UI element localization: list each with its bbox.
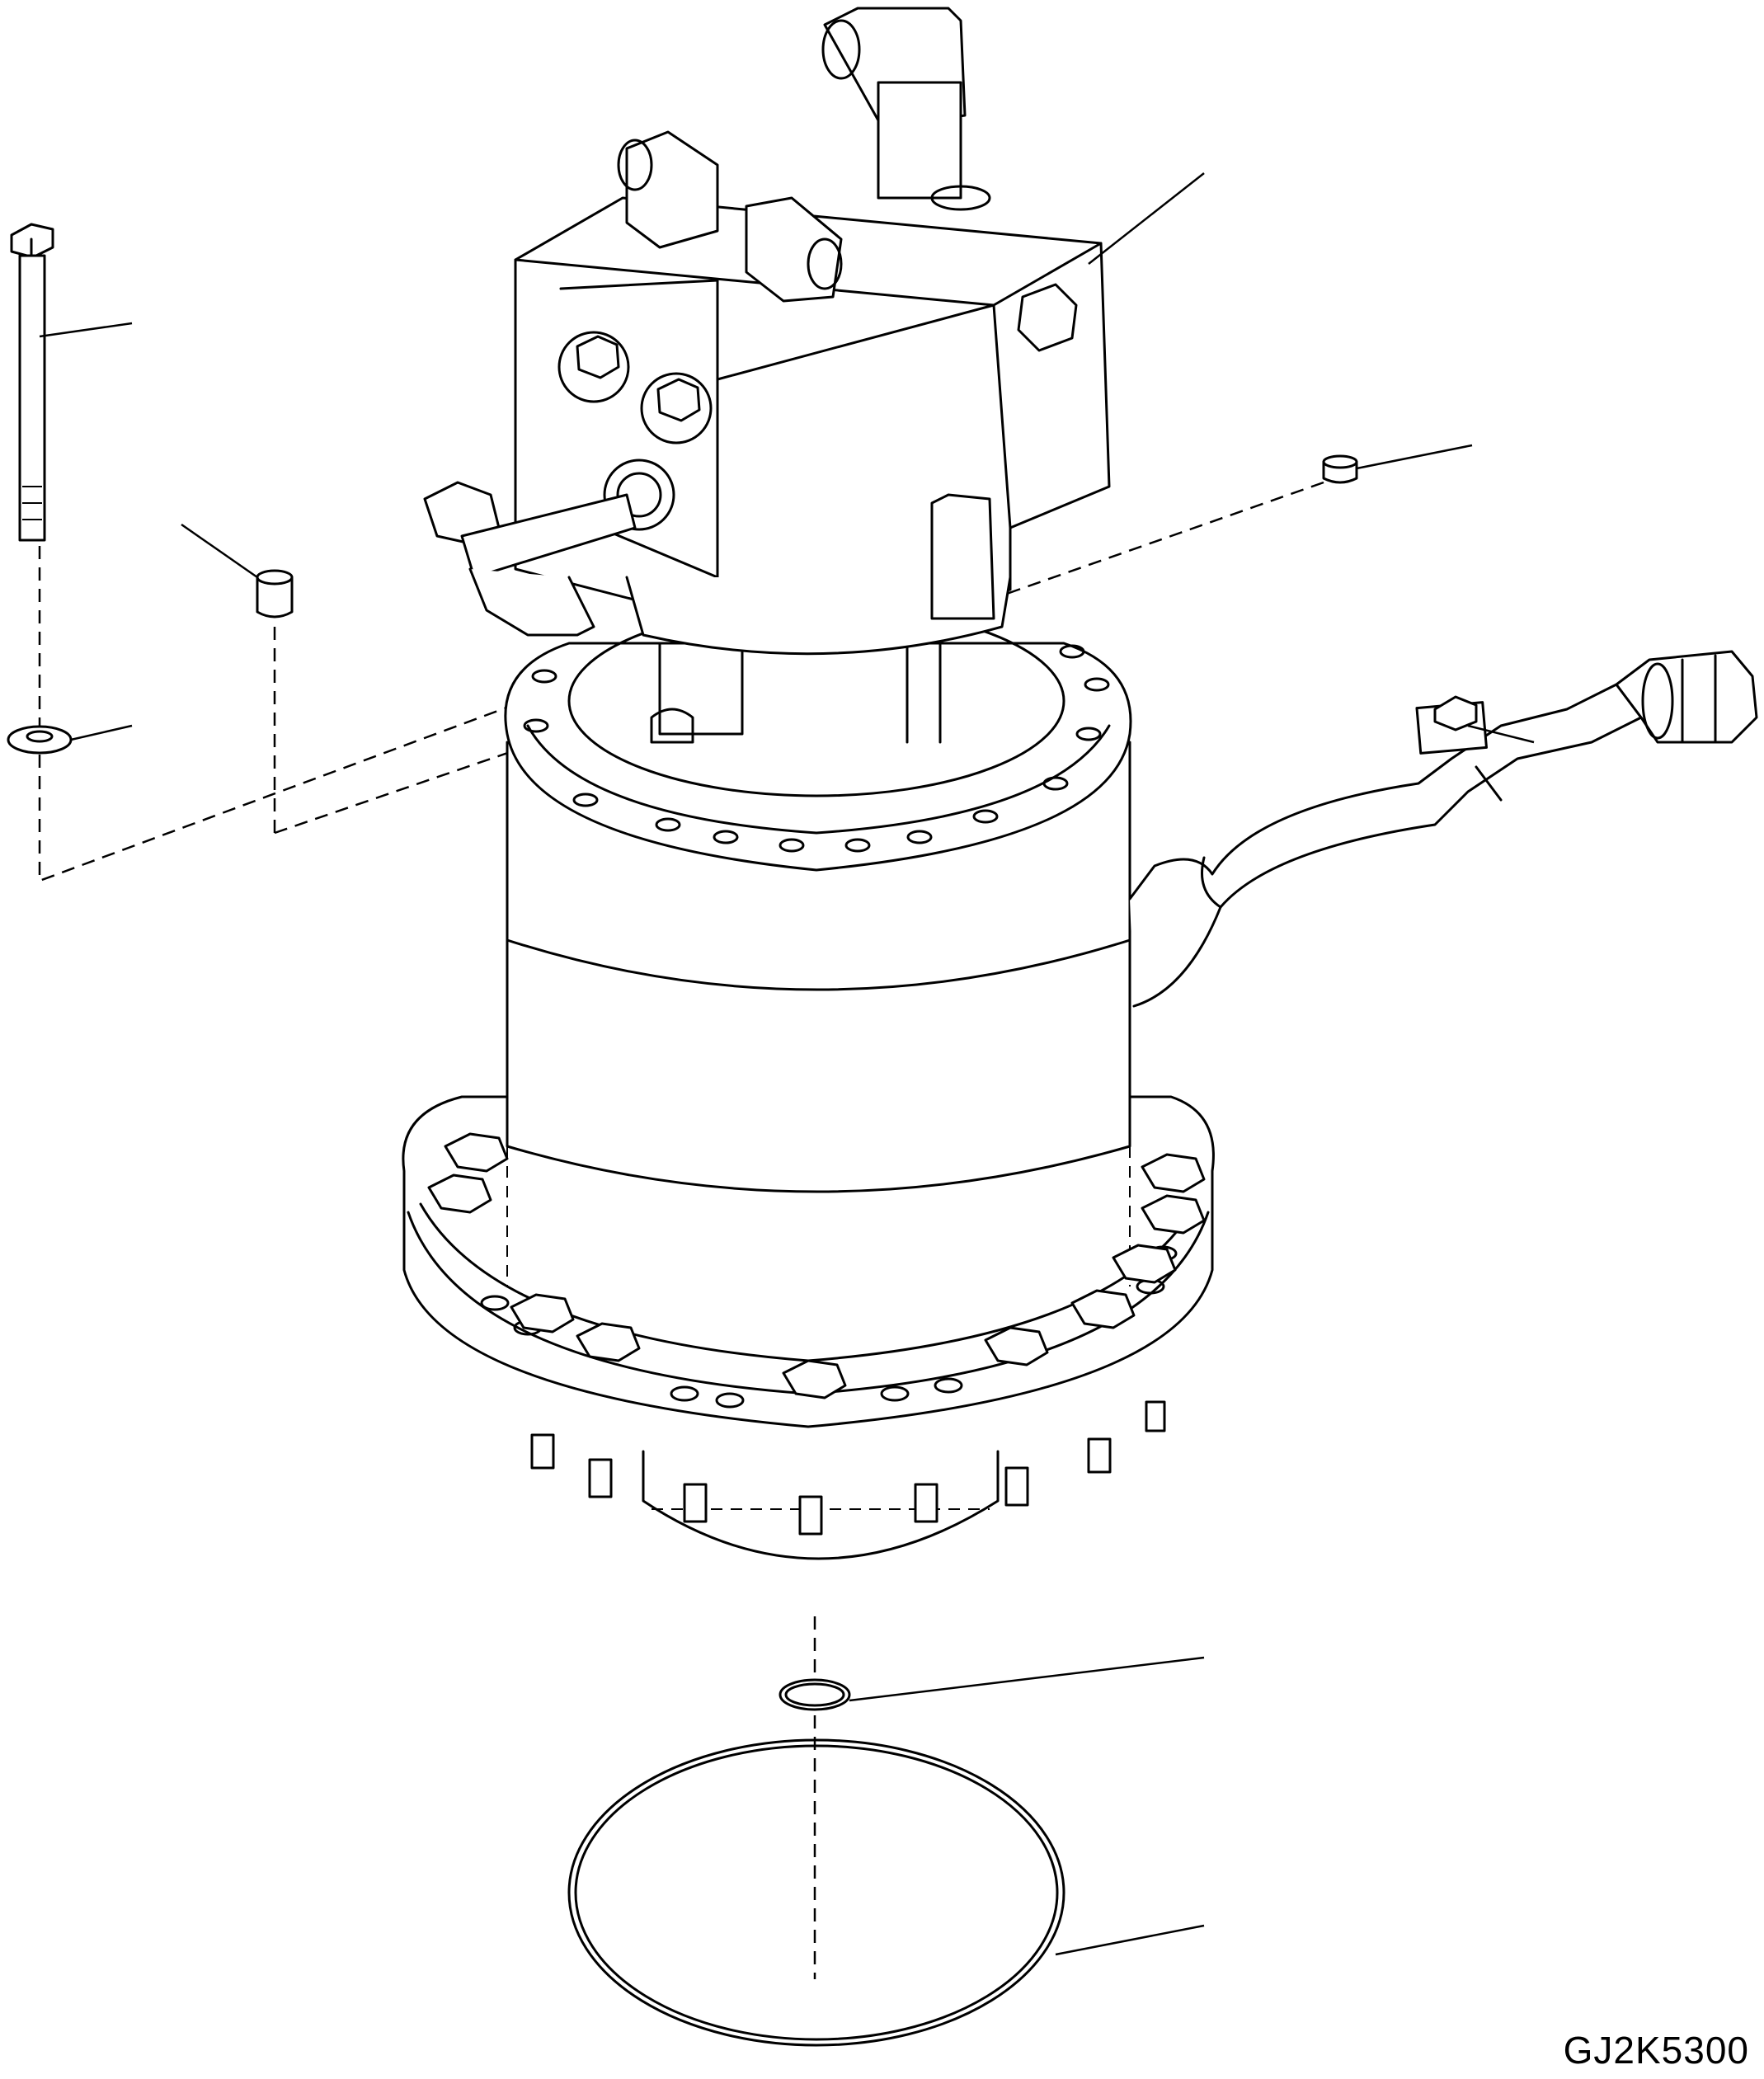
flange-hole: [523, 644, 1110, 853]
hex-plug: [1017, 283, 1078, 352]
leader-line: [1467, 724, 1535, 744]
leader-line: [1356, 444, 1473, 470]
hose-assembly-icon[interactable]: [1128, 650, 1758, 1008]
stud-bolt: [530, 1400, 1166, 1536]
flat-washer-icon[interactable]: [7, 725, 73, 755]
drawing-code: GJ2K5300: [1563, 2029, 1749, 2072]
long-hex-bolt-icon[interactable]: [10, 223, 54, 542]
leader-line: [1055, 1924, 1205, 1956]
leader-line: [181, 523, 258, 579]
hidden-line: [1001, 481, 1324, 597]
leader-line: [70, 724, 133, 741]
leader-line: [39, 322, 133, 338]
hidden-line: [38, 683, 570, 882]
hex-bolt-head: [427, 1132, 1206, 1399]
small-plug-icon[interactable]: [1322, 454, 1358, 484]
swing-motor-block-icon[interactable]: [402, 7, 1215, 1560]
leader-line: [1088, 172, 1205, 265]
large-o-ring-icon[interactable]: [567, 1738, 1065, 2047]
small-o-ring-icon[interactable]: [779, 1678, 851, 1711]
leader-line: [849, 1656, 1205, 1702]
plug-cap-icon[interactable]: [256, 569, 294, 619]
